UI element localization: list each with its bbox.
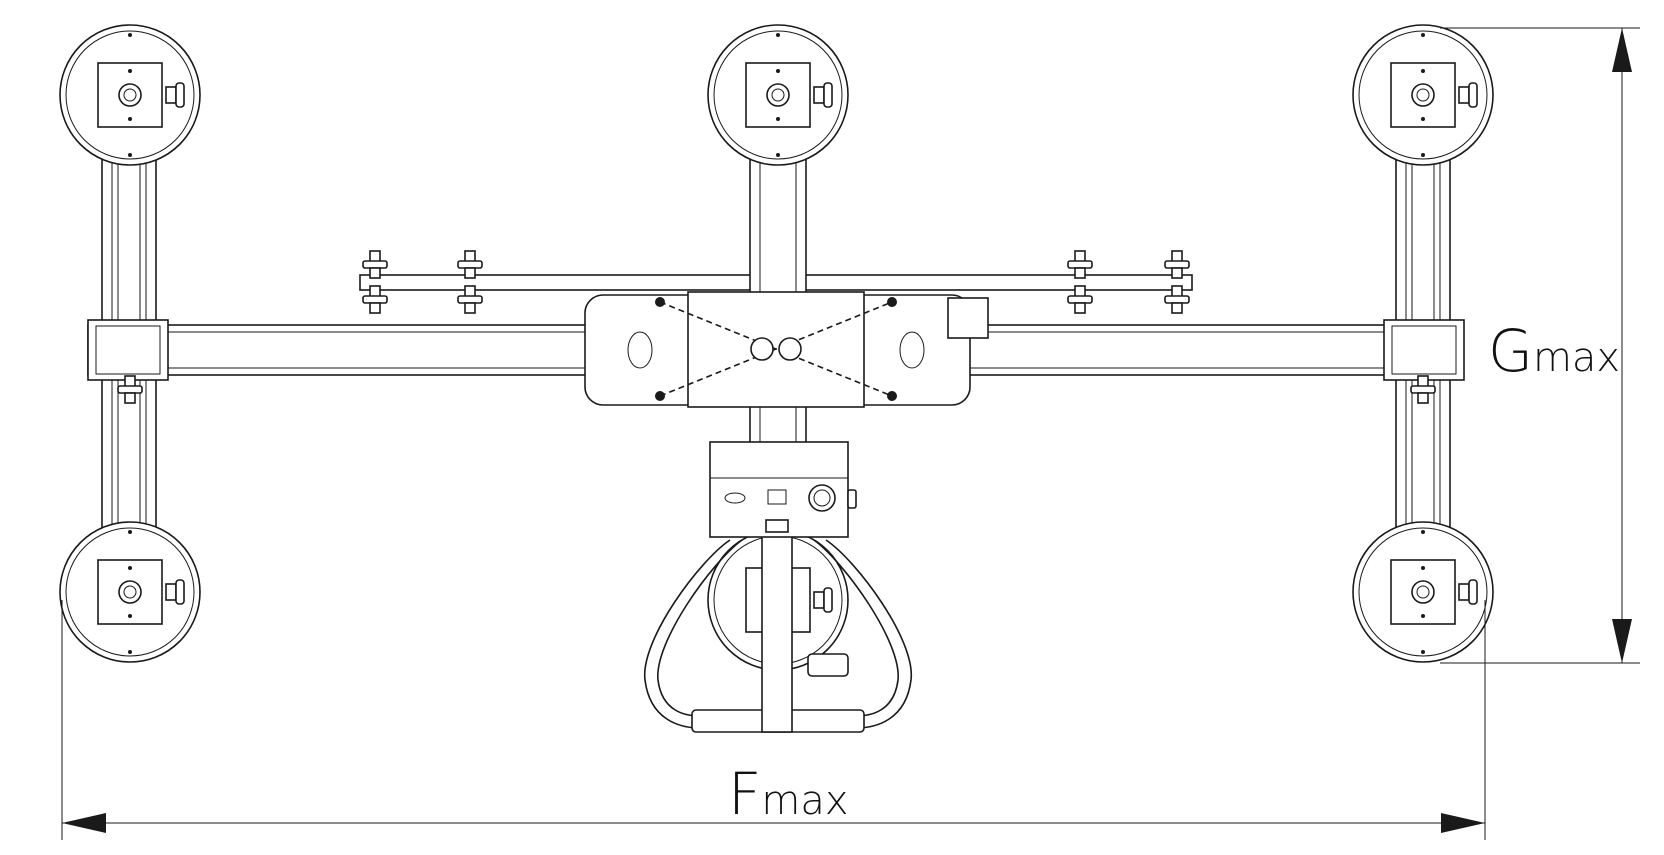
suction-cup-bottom-left [59,521,201,663]
dimension-g-suffix: max [1532,335,1621,381]
dimension-g [1440,27,1640,664]
center-block [584,291,989,408]
dimension-g-letter: G [1488,317,1533,385]
suction-cup-bottom-right [1352,521,1494,663]
dimension-f [61,600,1486,840]
suction-cup-top-left [59,24,201,166]
dimension-f-letter: F [728,760,762,828]
control-box [709,441,857,538]
suction-cup-top-right [1352,24,1494,166]
dimension-label-f: Fmax [728,765,849,823]
dimension-label-g: Gmax [1488,322,1620,380]
dimension-f-suffix: max [761,778,849,824]
suction-cup-top-center [707,24,849,166]
bottom-center-assembly [644,519,912,733]
chain-links [655,297,897,401]
